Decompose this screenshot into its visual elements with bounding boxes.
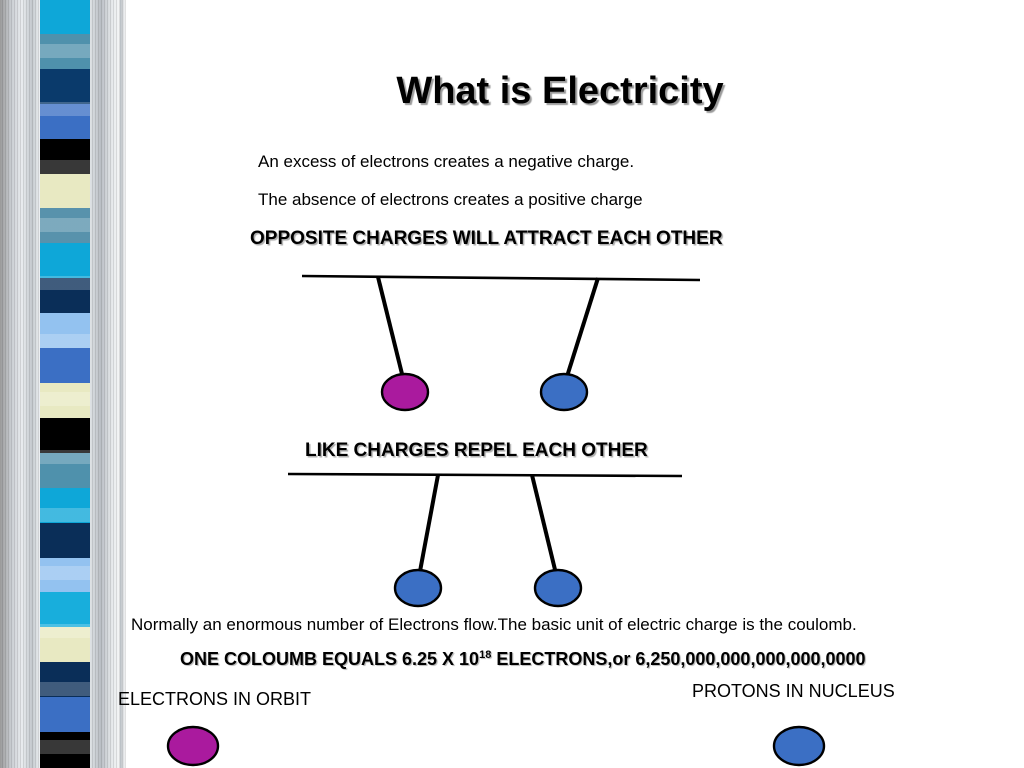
body-line-normally: Normally an enormous number of Electrons… (131, 615, 857, 634)
electron-charge-ball (380, 372, 430, 412)
proton-charge-ball-left (393, 568, 443, 608)
strip-band (0, 348, 126, 385)
pendulum-string-left (416, 474, 440, 583)
coulomb-suffix: ELECTRONS,or 6,250,000,000,000,000,0000 (491, 649, 866, 669)
pendulum-string-proton (562, 277, 600, 387)
strip-band (0, 557, 126, 595)
strip-band (0, 522, 126, 560)
strip-band (0, 33, 126, 71)
decorative-side-strip (0, 0, 126, 768)
strip-band (0, 208, 126, 246)
coulomb-prefix: ONE COLOUMB EQUALS 6.25 X 10 (180, 649, 480, 669)
body-line-coulomb: ONE COLOUMB EQUALS 6.25 X 1018 ELECTRONS… (180, 649, 866, 670)
coulomb-exponent: 18 (479, 649, 492, 661)
strip-band (0, 138, 126, 176)
strip-band (0, 243, 126, 281)
strip-band (0, 487, 126, 525)
proton-ball (772, 725, 826, 767)
strip-band (0, 732, 126, 768)
body-line-excess: An excess of electrons creates a negativ… (258, 152, 635, 171)
body-line-absence: The absence of electrons creates a posit… (258, 190, 643, 209)
pendulum-string-electron (376, 276, 407, 387)
strip-band (0, 313, 126, 351)
strip-band (0, 0, 126, 36)
strip-band (0, 68, 126, 106)
strip-band (0, 627, 126, 665)
strip-band (0, 103, 126, 141)
electron-ball (166, 725, 220, 767)
proton-charge-ball (539, 372, 589, 412)
label-electrons-in-orbit: ELECTRONS IN ORBIT (118, 689, 312, 709)
strip-band (0, 592, 126, 630)
heading-like-charges-repel: LIKE CHARGES REPEL EACH OTHER (305, 440, 648, 461)
pendulum-string-right (530, 474, 560, 583)
page-title: What is Electricity (396, 70, 724, 112)
strip-band (0, 383, 126, 420)
support-bar (287, 472, 683, 478)
diagram-opposite-charges-attract (301, 274, 701, 412)
strip-band (0, 278, 126, 316)
heading-opposite-charges-attract: OPPOSITE CHARGES WILL ATTRACT EACH OTHER (250, 228, 723, 249)
support-bar (301, 274, 701, 282)
strip-band (0, 173, 126, 211)
strip-band (0, 662, 126, 700)
diagram-like-charges-repel (287, 472, 683, 608)
strip-band (0, 697, 126, 735)
label-protons-in-nucleus: PROTONS IN NUCLEUS (692, 681, 895, 701)
electron-ball-shape (166, 725, 220, 767)
proton-charge-ball-right (533, 568, 583, 608)
strip-band (0, 452, 126, 490)
proton-ball-shape (772, 725, 826, 767)
strip-band (0, 417, 126, 455)
